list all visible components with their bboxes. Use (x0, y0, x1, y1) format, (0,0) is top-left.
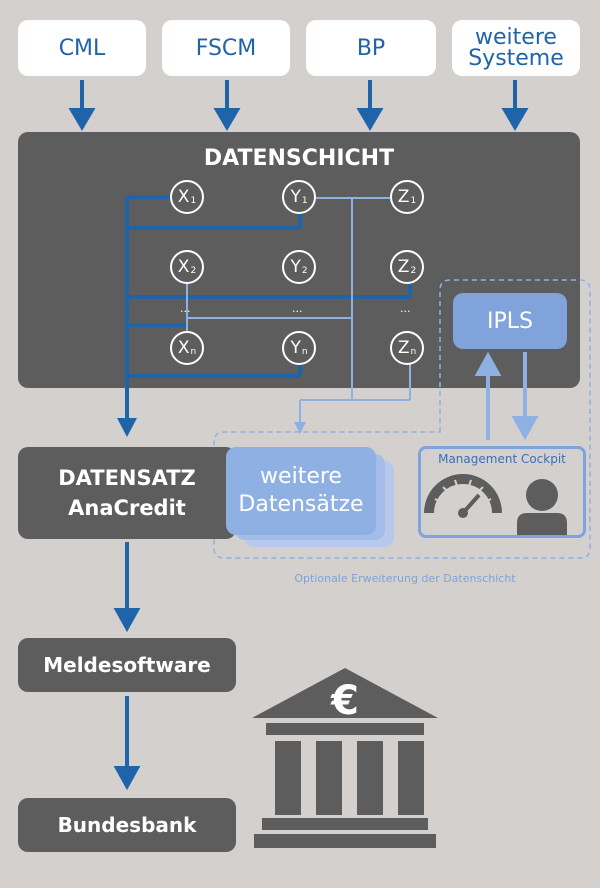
optional-extension-label: Optionale Erweiterung der Datenschicht (294, 572, 516, 585)
source-bp: BP (306, 20, 436, 76)
ellipsis-x: ... (180, 302, 191, 315)
ipls-box: IPLS (453, 293, 567, 349)
weitere-datensaetze-line2: Datensätze (238, 492, 364, 517)
weitere-datensaetze-box: weitere Datensätze (226, 447, 376, 535)
person-icon (517, 479, 567, 535)
ellipsis-z: ... (400, 302, 411, 315)
source-weitere-systeme: weitere Systeme (452, 20, 580, 76)
datensatz-anacredit-box: DATENSATZ AnaCredit (18, 447, 236, 539)
source-cml: CML (18, 20, 146, 76)
bundesbank-box: Bundesbank (18, 798, 236, 852)
source-fscm: FSCM (162, 20, 290, 76)
datensatz-subtitle: AnaCredit (68, 496, 186, 520)
ellipsis-y: ... (292, 302, 303, 315)
meldesoftware-box: Meldesoftware (18, 638, 236, 692)
cockpit-label: Management Cockpit (421, 452, 583, 466)
datensatz-title: DATENSATZ (58, 466, 196, 490)
datenschicht-title: DATENSCHICHT (203, 146, 395, 171)
gauge-icon (424, 474, 502, 518)
weitere-datensaetze-line1: weitere (260, 464, 342, 489)
management-cockpit-box: Management Cockpit (418, 446, 586, 538)
